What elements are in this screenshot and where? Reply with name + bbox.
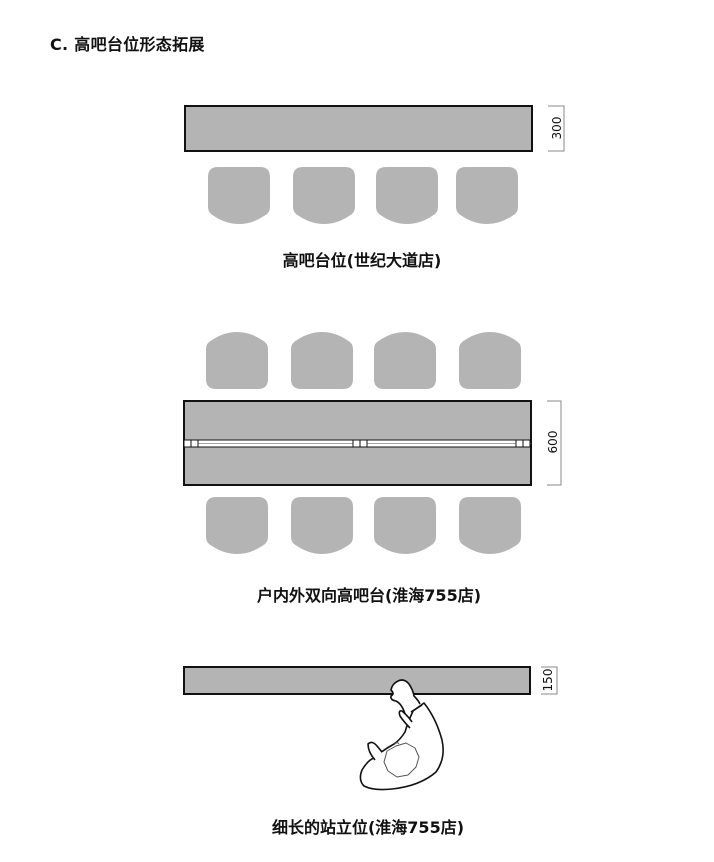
bar-stool [208, 167, 270, 224]
section-title: C. 高吧台位形态拓展 [50, 35, 205, 54]
bar-stools-row [208, 167, 518, 224]
dimension-bracket [548, 105, 565, 152]
bar-counter-table [184, 105, 533, 152]
narrow-standing-counter [183, 666, 531, 695]
window-rail [183, 439, 532, 448]
caption-layout-1: 高吧台位(世纪大道店) [282, 251, 442, 270]
bar-stool [291, 497, 353, 554]
dimension-label: 600 [546, 431, 560, 454]
bar-stool [374, 497, 436, 554]
bar-stool [456, 167, 518, 224]
bar-stool [374, 332, 436, 389]
bar-stool [206, 332, 268, 389]
standing-counter-layout: 150 [183, 666, 558, 791]
bar-counter-layout-2: 600 [183, 332, 562, 554]
bar-stool [459, 497, 521, 554]
standing-person-icon [359, 679, 444, 791]
dimension-label: 300 [550, 117, 564, 140]
bar-stools-row-bottom [206, 497, 521, 554]
dimension-label: 150 [541, 669, 555, 692]
bar-stool [459, 332, 521, 389]
bar-stool [376, 167, 438, 224]
dimension-bracket [547, 400, 562, 486]
bar-stools-row-top [206, 332, 521, 389]
bar-counter-layout-1: 300 [184, 105, 565, 224]
bar-stool [293, 167, 355, 224]
caption-layout-3: 细长的站立位(淮海755店) [271, 818, 465, 837]
caption-layout-2: 户内外双向高吧台(淮海755店) [256, 586, 482, 605]
dimension-bracket [541, 666, 558, 695]
bar-stool [206, 497, 268, 554]
bar-stool [291, 332, 353, 389]
